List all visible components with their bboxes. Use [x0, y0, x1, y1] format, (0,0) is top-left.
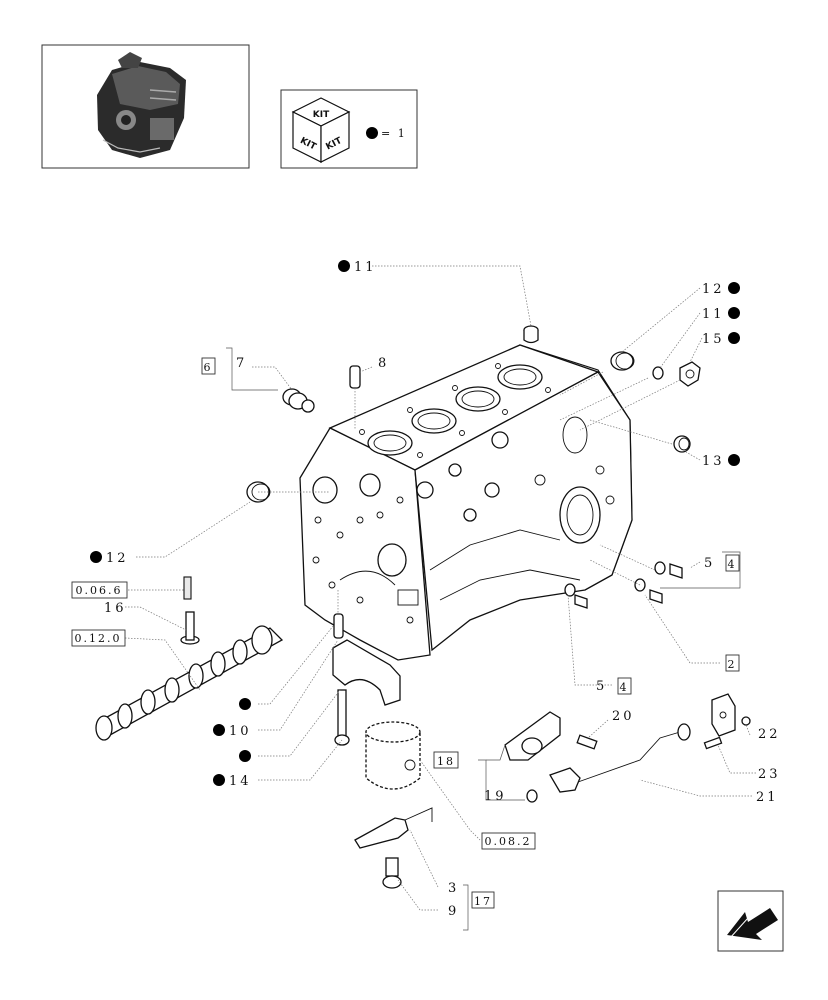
sensor-21 [549, 723, 691, 793]
callout-23: 23 [758, 767, 781, 782]
black-dot-icon [728, 454, 740, 466]
callout-3: 3 [448, 881, 459, 896]
plug-top-11 [523, 325, 539, 344]
callout-11-right: 11 [702, 307, 725, 322]
callout-5-a: 5 [704, 556, 715, 571]
callout-labels: 11 12 11 15 13 6 7 8 12 5 4 2 5 4 0.06.6 [71, 260, 781, 919]
black-dot-icon [338, 260, 350, 272]
sensor-housing-18 [504, 711, 561, 761]
callout-15: 15 [702, 332, 725, 347]
callout-6-box: 6 [204, 361, 213, 374]
callout-7: 7 [236, 356, 247, 371]
black-dot-icon [728, 307, 740, 319]
bolt-16 [180, 611, 200, 645]
kit-cube-top-label: KIT [313, 110, 330, 120]
ref-0-06-6: 0.06.6 [76, 584, 123, 597]
ref-0-08-2: 0.08.2 [485, 835, 532, 848]
plug-right-5-4 [654, 561, 683, 579]
engine-thumbnail-icon [97, 52, 186, 158]
navigation-arrow-button[interactable] [717, 890, 784, 952]
black-dot-icon [366, 127, 378, 139]
callout-21: 21 [756, 790, 779, 805]
oil-jet-3 [354, 807, 433, 849]
plug-15 [679, 361, 701, 387]
callout-12-right: 12 [702, 282, 725, 297]
black-dot-icon [728, 282, 740, 294]
engine-block [299, 344, 633, 661]
callout-19: 19 [484, 789, 507, 804]
plug-2 [634, 578, 663, 604]
dowel-8 [349, 365, 361, 430]
bolt-9 [382, 857, 402, 889]
callout-10: 10 [229, 724, 252, 739]
callout-22: 22 [758, 727, 781, 742]
callout-4-a: 4 [728, 558, 737, 571]
bolt-14 [334, 689, 350, 746]
callout-20: 20 [612, 709, 635, 724]
piston [365, 721, 421, 790]
black-dot-icon [239, 750, 251, 762]
callout-18-box: 18 [437, 755, 455, 768]
kit-legend-equals: = 1 [381, 127, 407, 140]
pin-0-06-6 [183, 576, 192, 600]
black-dot-icon [728, 332, 740, 344]
bearing-cap [332, 639, 401, 706]
black-dot-icon [90, 551, 102, 563]
plug-7 [282, 388, 315, 413]
cap-right-12 [610, 351, 635, 371]
dowel-10 [333, 590, 344, 639]
black-dot-icon [213, 774, 225, 786]
engine-thumbnail-frame [41, 44, 250, 169]
seal-13 [673, 435, 691, 453]
callout-5-b: 5 [596, 679, 607, 694]
navigation-arrow-icon [727, 908, 778, 940]
bolt-20 [576, 734, 598, 750]
bracket-22 [711, 693, 751, 737]
plug-lower-5-4 [564, 583, 588, 609]
callout-13: 13 [702, 454, 725, 469]
ref-0-12-0: 0.12.0 [75, 632, 122, 645]
kit-cube-icon: KIT KIT KIT [291, 97, 351, 163]
bolt-23 [703, 736, 723, 750]
callout-14: 14 [229, 774, 252, 789]
washer-19 [526, 789, 538, 803]
kit-legend: KIT KIT KIT = 1 [280, 89, 418, 169]
plug-right-11 [652, 366, 664, 380]
callout-16: 16 [104, 601, 127, 616]
callout-2-box: 2 [728, 658, 737, 671]
callout-8: 8 [378, 356, 389, 371]
camshaft [95, 625, 284, 741]
leader-lines [124, 265, 756, 931]
callout-17-box: 17 [474, 895, 492, 908]
callout-11-top: 11 [354, 260, 377, 275]
callout-4-b: 4 [620, 681, 629, 694]
callout-9: 9 [448, 904, 459, 919]
black-dot-icon [213, 724, 225, 736]
callout-12-left: 12 [106, 551, 129, 566]
black-dot-icon [239, 698, 251, 710]
